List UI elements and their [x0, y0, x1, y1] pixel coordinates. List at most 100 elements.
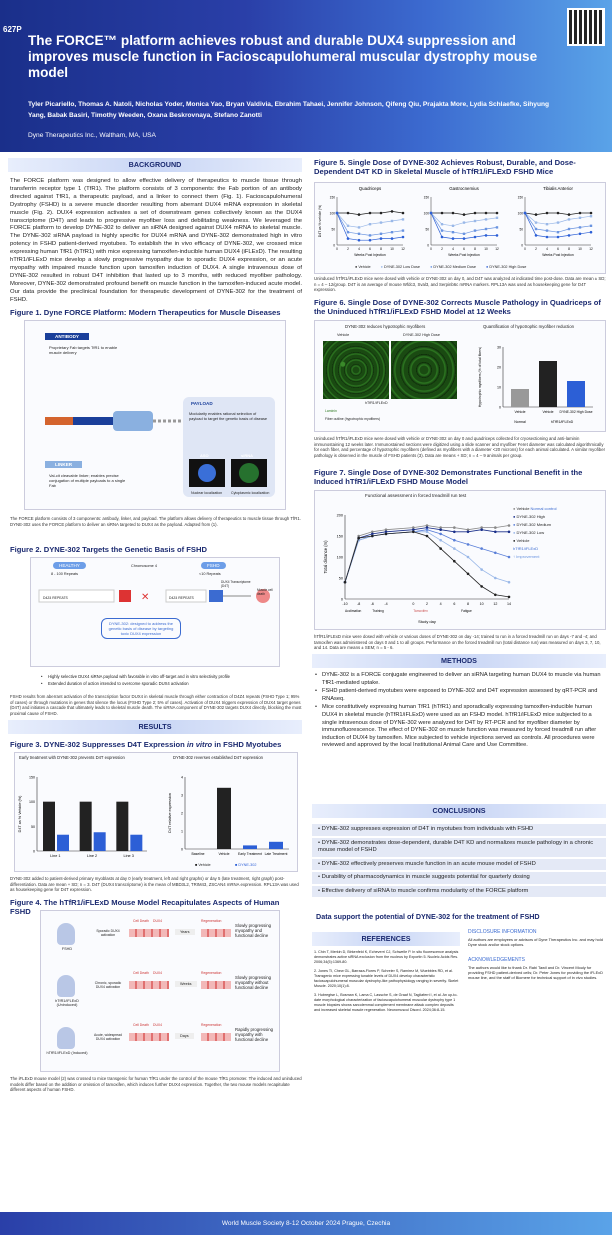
data-point: [494, 526, 497, 529]
y-tick-label: 100: [337, 556, 343, 560]
data-point: [495, 234, 499, 237]
y-axis-label: D4T as % vehicle (%): [318, 205, 322, 238]
data-point: [462, 221, 466, 224]
antibody-label: ANTIBODY: [45, 333, 89, 340]
fig6-fiber: Fiber outline (hypotrophic myofibers): [325, 417, 381, 421]
data-point: [567, 218, 571, 221]
fig6-left-title: DYNE-302 reduces hypotrophic myofibers: [345, 324, 426, 329]
data-point: [453, 559, 456, 563]
fig4-diagram: FSHD Sporadic DUX4 activation Cell Death…: [40, 910, 280, 1072]
fshd-repeats: <10 Repeats: [199, 572, 221, 576]
data-point: [412, 528, 415, 531]
x-tick-label: Vehicle: [543, 410, 554, 414]
data-point: [335, 211, 339, 215]
bar: [567, 381, 585, 407]
x-tick-label: 10: [484, 247, 488, 251]
x-tick-label: 4: [546, 247, 548, 251]
data-point: [357, 534, 360, 538]
data-point: [401, 235, 405, 239]
data-point: [379, 232, 383, 235]
phase-label: Fatigue: [461, 609, 472, 613]
x-tick-label: 4: [440, 602, 442, 606]
conclusions-heading: CONCLUSIONS: [312, 804, 606, 818]
y-tick-label: 4: [181, 776, 183, 780]
fig2-bullet: Highly selective DUX4 siRNA payload with…: [40, 674, 280, 680]
reference-item: 2. Jones TI, Chew GL, Barraza-Flores P, …: [314, 969, 459, 988]
fig4-row-label: FSHD: [61, 947, 73, 951]
fig1-diagram: ANTIBODY Proprietary Fab targets TfR1 to…: [24, 320, 286, 510]
fig7-subtitle: Functional assessment in forced treadmil…: [365, 493, 467, 498]
data-point: [556, 211, 560, 215]
background-heading: BACKGROUND: [8, 158, 302, 172]
fig5-legend: ● Vehicle● DYNE-302 Low Dose● DYNE-302 M…: [355, 265, 536, 269]
fig4-regeneration: Regeneration: [201, 919, 222, 923]
disclosure-block: DISCLOSURE INFORMATION All authors are e…: [468, 929, 606, 980]
phase-label: Acclimation: [345, 609, 362, 613]
data-point: [480, 547, 483, 550]
fig4-time: Days: [175, 1033, 194, 1039]
nuclear-label: Nuclear localization: [191, 491, 223, 495]
disclosure-heading: DISCLOSURE INFORMATION: [468, 929, 537, 935]
fig4-dux4: DUX4: [153, 919, 163, 923]
data-point: [567, 234, 571, 237]
affiliation: Dyne Therapeutics Inc., Waltham, MA, USA: [28, 132, 156, 139]
fig4-outcome: Slowly progressing myopathy and function…: [235, 923, 272, 938]
bar: [57, 834, 69, 851]
y-axis-label: D4T as % Vehicle (%): [18, 795, 22, 833]
data-point: [439, 547, 442, 550]
methods-item: Mice constitutively expressing human TfR…: [314, 704, 604, 750]
death-label: Muscle cell death: [257, 588, 273, 596]
data-point: [440, 229, 444, 232]
data-point: [545, 235, 549, 239]
data-point: [368, 238, 372, 242]
data-point: [589, 215, 593, 218]
data-point: [473, 229, 477, 232]
data-point: [453, 526, 456, 529]
data-point: [371, 534, 374, 538]
data-point: [507, 595, 511, 599]
data-point: [379, 237, 383, 240]
qr-code-icon[interactable]: [567, 8, 605, 46]
fig2-bullets: Highly selective DUX4 siRNA payload with…: [40, 674, 280, 688]
fig4-cell-death: Cell Death: [133, 919, 149, 923]
data-point: [534, 221, 538, 224]
conclusion-item: • Durability of pharmacodynamics in musc…: [312, 872, 606, 884]
y-tick-label: 0: [333, 244, 335, 248]
y-tick-label: 100: [29, 800, 35, 804]
data-point: [556, 221, 560, 224]
data-point: [480, 526, 483, 529]
data-point: [425, 528, 429, 531]
fig7-panel: Functional assessment in forced treadmil…: [314, 490, 606, 630]
person-icon: [57, 1027, 75, 1049]
x-tick-label: 8: [380, 247, 382, 251]
data-point: [440, 223, 444, 226]
fig4-time: Years: [175, 929, 195, 935]
x-tick-label: 12: [495, 247, 499, 251]
fig3-right-title: DYNE-302 reverses established D4T expres…: [173, 755, 263, 760]
data-point: [494, 551, 497, 555]
data-point: [556, 231, 560, 234]
fig7-caption: hTfR1/iFLExD mice were dosed with vehicl…: [314, 634, 601, 651]
y-tick-label: 150: [518, 196, 524, 200]
x-tick-label: Vehicle: [219, 852, 230, 856]
myofiber-icon: [201, 1033, 231, 1041]
fig2-caption: FSHD results from aberrant activation of…: [10, 694, 302, 716]
x-tick-label: Line 3: [123, 854, 133, 858]
fig6-title: Figure 6. Single Dose of DYNE-302 Correc…: [314, 298, 601, 316]
methods-list: DYNE-302 is a FORCE conjugate engineered…: [314, 672, 604, 751]
y-axis-label: Hypotrophic myofibers (% of total fibers…: [478, 347, 482, 407]
fig4-trigger: Sporadic DUX4 activation: [96, 929, 120, 937]
y-tick-label: 100: [424, 212, 430, 216]
fig4-regeneration: Regeneration: [201, 971, 222, 975]
x-axis-label: Weeks Post Injection: [354, 253, 386, 257]
fig4-dux4: DUX4: [153, 1023, 163, 1027]
fig7-title: Figure 7. Single Dose of DYNE-302 Demons…: [314, 468, 583, 486]
bar: [116, 801, 129, 851]
fig4-dux4: DUX4: [153, 971, 163, 975]
methods-heading: METHODS: [312, 654, 606, 668]
y-tick-label: 3: [181, 794, 183, 798]
person-icon: [57, 975, 75, 997]
series-line: [344, 529, 510, 583]
data-point: [578, 216, 582, 219]
bar: [243, 845, 257, 849]
